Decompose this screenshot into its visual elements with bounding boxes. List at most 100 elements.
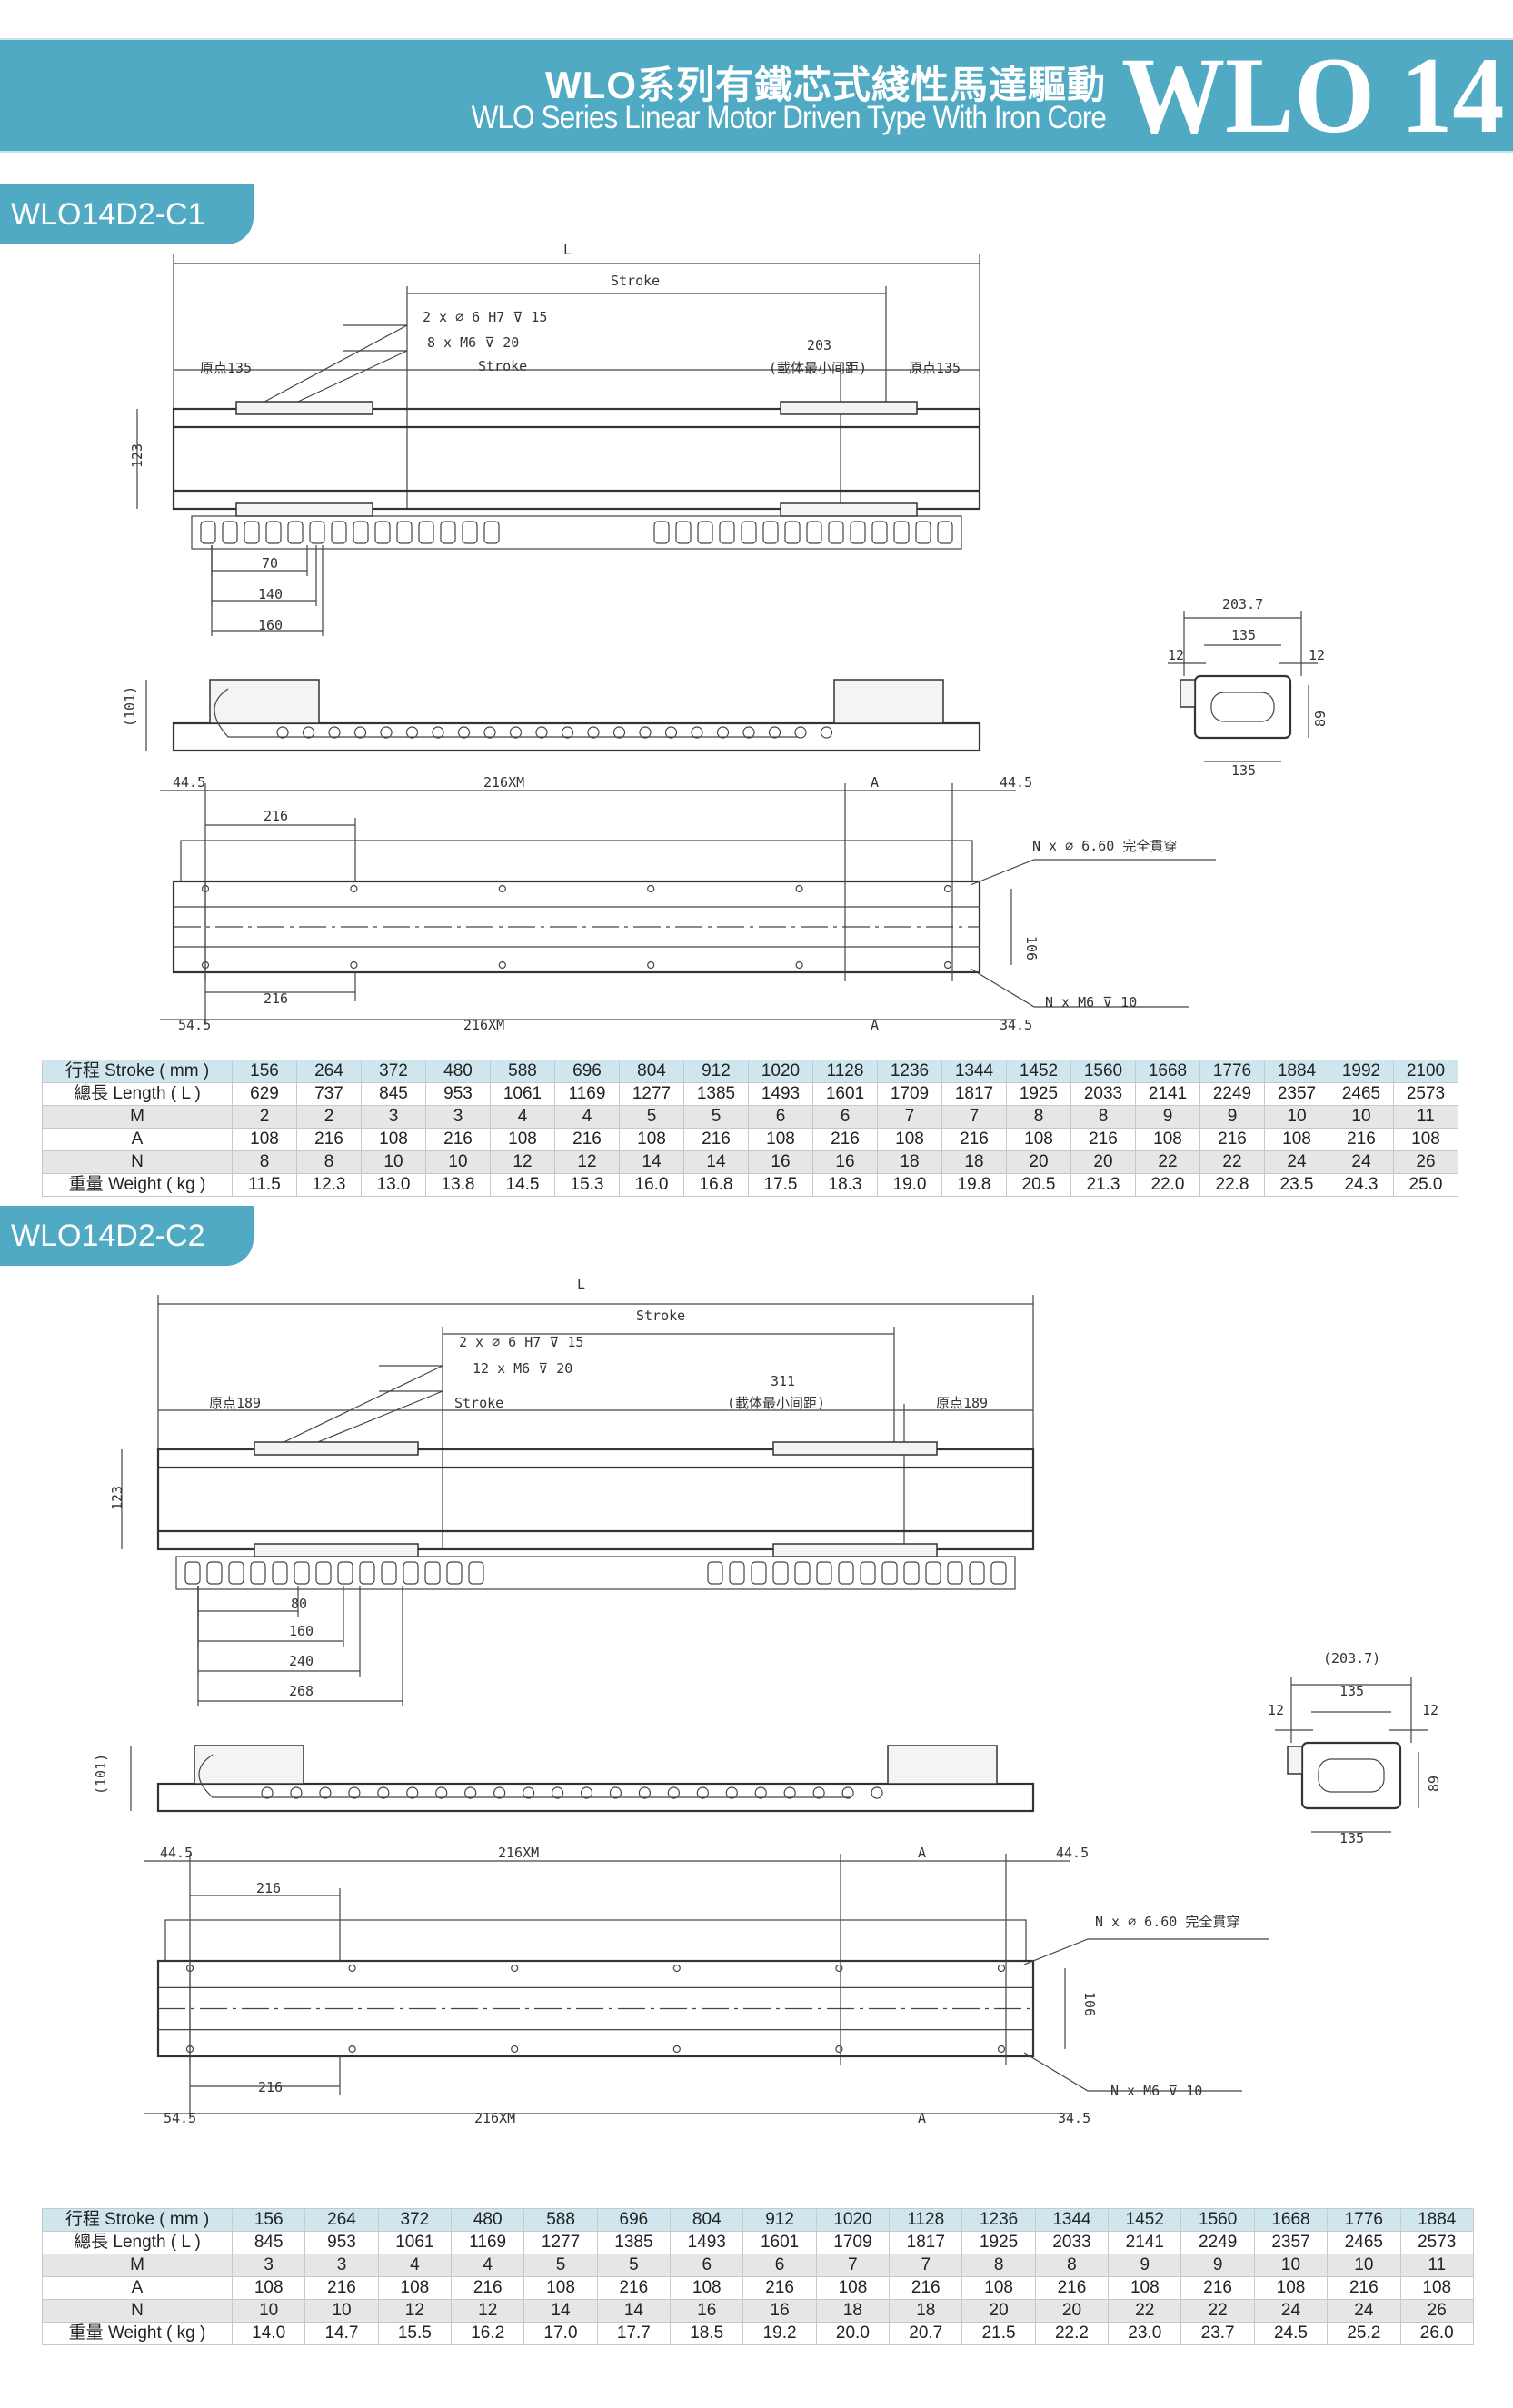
chain-link	[806, 521, 822, 544]
tap-hole	[997, 2045, 1006, 2054]
table-cell: 23.7	[1180, 2322, 1255, 2345]
side-rail	[172, 721, 981, 752]
table-cell: 12	[554, 1150, 620, 1174]
chain-link	[784, 521, 801, 544]
table-cell: 216	[1034, 2276, 1110, 2300]
min-gap: 311	[771, 1373, 795, 1389]
table-cell: 10	[361, 1150, 426, 1174]
chain-link	[294, 1561, 310, 1585]
rail-body	[172, 407, 981, 511]
table-cell: 1776	[1199, 1060, 1265, 1083]
chain-pin	[535, 726, 548, 739]
table-cell: 22	[1180, 2299, 1255, 2323]
chain-link	[915, 521, 931, 544]
table-cell: 108	[1393, 1128, 1458, 1151]
table-cell: 737	[296, 1082, 362, 1106]
table-cell: 25.0	[1393, 1173, 1458, 1197]
tap-hole	[511, 2045, 519, 2054]
c2-bottom-geometry	[144, 1854, 1269, 2119]
table-cell: 6	[748, 1105, 813, 1129]
end-inner: 135	[1231, 627, 1256, 643]
table-cell: 5	[619, 1105, 684, 1129]
table-cell: 6	[670, 2254, 744, 2277]
through-hole	[511, 1964, 519, 1973]
table-cell: 26	[1393, 1150, 1458, 1174]
table-cell: 2573	[1393, 1082, 1458, 1106]
chain-pin	[509, 726, 523, 739]
table-cell: 9	[1180, 2254, 1255, 2277]
table-cell: 10	[1253, 2254, 1329, 2277]
table-cell: 2249	[1180, 2231, 1255, 2254]
table-cell: 696	[596, 2208, 672, 2232]
table-cell: 4	[377, 2254, 453, 2277]
table-cell: 7	[889, 2254, 963, 2277]
tap-hole	[795, 960, 803, 970]
cable-chain-frame	[191, 515, 962, 550]
chain-pin	[551, 1786, 564, 1799]
chain-link	[893, 521, 910, 544]
chain-pin	[725, 1786, 738, 1799]
bot-mid-dim: 216XM	[463, 1017, 504, 1033]
table-cell: 12	[490, 1150, 555, 1174]
table-cell: 216	[889, 2276, 963, 2300]
table-cell: 1452	[1006, 1060, 1071, 1083]
chain-link	[446, 1561, 463, 1585]
chain-link	[947, 1561, 963, 1585]
origin-right: 原点135	[909, 360, 961, 376]
chain-pin	[561, 726, 574, 739]
table-cell: 25.2	[1327, 2322, 1401, 2345]
table-cell: 629	[232, 1082, 297, 1106]
chain-pin	[483, 726, 496, 739]
end-profile	[1300, 1741, 1402, 1810]
through-hole	[672, 1964, 681, 1973]
min-gap: 203	[807, 337, 831, 353]
side-height: (101)	[122, 686, 138, 727]
through-hole	[997, 1964, 1006, 1973]
table-cell: 912	[683, 1060, 749, 1083]
row-label: 行程 Stroke ( mm )	[42, 1060, 233, 1083]
table-cell: 156	[231, 2208, 306, 2232]
hole-note-dowel: 2 x ⌀ 6 H7 ⊽ 15	[423, 309, 547, 325]
table-cell: 19.2	[742, 2322, 817, 2345]
table-cell: 24.5	[1253, 2322, 1329, 2345]
table-cell: 24	[1253, 2299, 1329, 2323]
c1-top-view-drawing: L Stroke 2 x ⌀ 6 H7 ⊽ 15 8 x M6 ⊽ 20 原点1…	[129, 242, 981, 636]
table-cell: 216	[742, 2276, 817, 2300]
chain-link	[903, 1561, 920, 1585]
hole-tap-note: N x M6 ⊽ 10	[1110, 2083, 1202, 2099]
chain-link	[881, 1561, 898, 1585]
table-cell: 22	[1199, 1150, 1265, 1174]
table-cell: 1128	[889, 2208, 963, 2232]
chain-link	[184, 1561, 201, 1585]
chain-pin	[261, 1786, 274, 1799]
chain-link	[871, 521, 888, 544]
chain-link	[381, 1561, 397, 1585]
through-hole	[498, 884, 506, 893]
table-cell: 1128	[812, 1060, 878, 1083]
dim-70: 70	[262, 555, 278, 572]
table-cell: 5	[523, 2254, 598, 2277]
chain-link	[675, 521, 692, 544]
table-cell: 19.0	[877, 1173, 942, 1197]
table-cell: 14	[523, 2299, 598, 2323]
table-cell: 108	[670, 2276, 744, 2300]
table-cell: 18.5	[670, 2322, 744, 2345]
chain-pin	[380, 726, 393, 739]
table-cell: 12	[451, 2299, 525, 2323]
table-cell: 24	[1329, 1150, 1394, 1174]
chain-pin	[302, 726, 315, 739]
table-cell: 8	[232, 1150, 297, 1174]
hole-note-dowel: 2 x ⌀ 6 H7 ⊽ 15	[459, 1334, 583, 1350]
chain-pin	[639, 726, 652, 739]
dim-height: 123	[129, 443, 145, 468]
table-cell: 14.5	[490, 1173, 555, 1197]
pitch-bottom: 216	[264, 990, 288, 1007]
hole-note-tap: 12 x M6 ⊽ 20	[473, 1360, 572, 1377]
table-cell: 953	[425, 1082, 491, 1106]
